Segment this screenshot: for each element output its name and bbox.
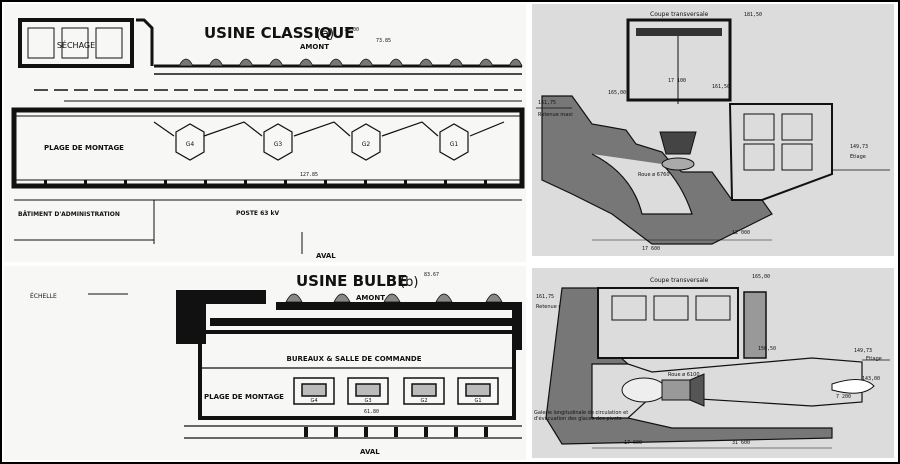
section-a-drawing: Coupe transversale 181,50 161,50 165,00 … bbox=[536, 11, 890, 252]
echelle-label: ÉCHELLE bbox=[30, 292, 57, 300]
intake-wall-left bbox=[176, 290, 266, 304]
plan-a-drawing: SÉCHAGE USINE CLASSIQUE (a) AMONT 14000 … bbox=[11, 18, 525, 260]
svg-text:161,75: 161,75 bbox=[538, 100, 556, 106]
svg-text:73.85: 73.85 bbox=[376, 38, 391, 44]
svg-text:61.80: 61.80 bbox=[364, 409, 379, 415]
svg-text:149,73: 149,73 bbox=[850, 144, 868, 150]
plan-a-amont: AMONT bbox=[300, 43, 329, 51]
section-bulbe: Coupe transversale 165,00 161,75 Retenue… bbox=[532, 268, 894, 458]
group-b-g3: G3 bbox=[364, 398, 371, 404]
svg-text:31 600: 31 600 bbox=[732, 440, 750, 446]
group-b-g1: G1 bbox=[474, 398, 481, 404]
svg-text:Etiage: Etiage bbox=[850, 154, 866, 160]
svg-text:7 200: 7 200 bbox=[836, 394, 851, 400]
svg-text:Etiage: Etiage bbox=[866, 356, 882, 362]
svg-text:17 100: 17 100 bbox=[668, 78, 686, 84]
plan-b-aval: AVAL bbox=[360, 448, 380, 456]
svg-text:161,50: 161,50 bbox=[712, 84, 730, 90]
main-hall bbox=[11, 107, 525, 189]
svg-text:Roue ø 6760: Roue ø 6760 bbox=[638, 172, 670, 178]
group-g2: G2 bbox=[362, 141, 371, 148]
svg-text:17 600: 17 600 bbox=[642, 246, 660, 252]
svg-text:14000: 14000 bbox=[344, 27, 359, 33]
sechage-label: SÉCHAGE bbox=[57, 39, 95, 50]
plan-a-tag: (a) bbox=[316, 27, 334, 42]
upper-galleries bbox=[597, 287, 739, 359]
poste-label: POSTE 63 kV bbox=[236, 210, 280, 217]
bureaux-label: BUREAUX & SALLE DE COMMANDE bbox=[287, 355, 422, 363]
plan-usine-classique: SÉCHAGE USINE CLASSIQUE (a) AMONT 14000 … bbox=[4, 4, 526, 262]
admin-label: BÂTIMENT D'ADMINISTRATION bbox=[18, 211, 120, 218]
group-g4: G4 bbox=[186, 141, 195, 148]
svg-text:83.67: 83.67 bbox=[424, 272, 439, 278]
svg-text:149,73: 149,73 bbox=[854, 348, 872, 354]
galerie-note: Galerie longitudinale de circulation et … bbox=[534, 410, 629, 422]
kaplan-turbine bbox=[659, 131, 697, 171]
bulb-units bbox=[293, 377, 499, 405]
section-b-title: Coupe transversale bbox=[650, 277, 709, 284]
bulb-unit bbox=[621, 373, 875, 407]
svg-text:127.85: 127.85 bbox=[300, 172, 318, 178]
section-a-title: Coupe transversale bbox=[650, 11, 709, 18]
group-b-g2: G2 bbox=[420, 398, 427, 404]
intake-domes-b bbox=[285, 293, 503, 303]
section-b-drawing: Coupe transversale 165,00 161,75 Retenue… bbox=[534, 274, 890, 449]
intake-domes bbox=[178, 58, 523, 67]
draft-tube bbox=[591, 153, 693, 215]
group-g3: G3 bbox=[274, 141, 283, 148]
plan-b-title: USINE BULBE bbox=[296, 272, 407, 290]
plan-b-tag: (b) bbox=[400, 275, 418, 290]
svg-text:143,00: 143,00 bbox=[862, 376, 880, 382]
downstream-structure bbox=[728, 103, 833, 201]
plan-b-drawing: USINE BULBE (b) 83.67 ÉCHELLE AMONT BURE… bbox=[30, 272, 522, 456]
plan-b-amont: AMONT bbox=[356, 294, 385, 302]
svg-text:165,00: 165,00 bbox=[608, 90, 626, 96]
svg-text:165,00: 165,00 bbox=[752, 274, 770, 280]
plan-a-title: USINE CLASSIQUE bbox=[204, 24, 354, 42]
bulbe-hall bbox=[198, 330, 516, 420]
svg-text:181,50: 181,50 bbox=[744, 12, 762, 18]
group-b-g4: G4 bbox=[310, 398, 317, 404]
group-g1: G1 bbox=[450, 141, 459, 148]
svg-text:150,50: 150,50 bbox=[758, 346, 776, 352]
generator-units bbox=[153, 121, 505, 161]
svg-text:17 600: 17 600 bbox=[624, 440, 642, 446]
svg-text:Roue ø 6100: Roue ø 6100 bbox=[668, 372, 700, 378]
plan-a-aval: AVAL bbox=[316, 252, 336, 260]
sechage-building bbox=[18, 18, 134, 68]
section-classique: Coupe transversale 181,50 161,50 165,00 … bbox=[532, 4, 894, 256]
plage-b-label: PLAGE DE MONTAGE bbox=[204, 393, 284, 401]
water-passage bbox=[591, 357, 863, 419]
svg-text:Retenue maxi: Retenue maxi bbox=[538, 112, 573, 118]
svg-text:Retenue maxi: Retenue maxi bbox=[536, 304, 571, 310]
powerhouse-superstructure bbox=[626, 18, 732, 102]
plan-usine-bulbe: USINE BULBE (b) 83.67 ÉCHELLE AMONT BURE… bbox=[4, 266, 526, 460]
svg-text:12 000: 12 000 bbox=[732, 230, 750, 236]
plage-label: PLAGE DE MONTAGE bbox=[44, 144, 124, 152]
svg-text:161,75: 161,75 bbox=[536, 294, 554, 300]
